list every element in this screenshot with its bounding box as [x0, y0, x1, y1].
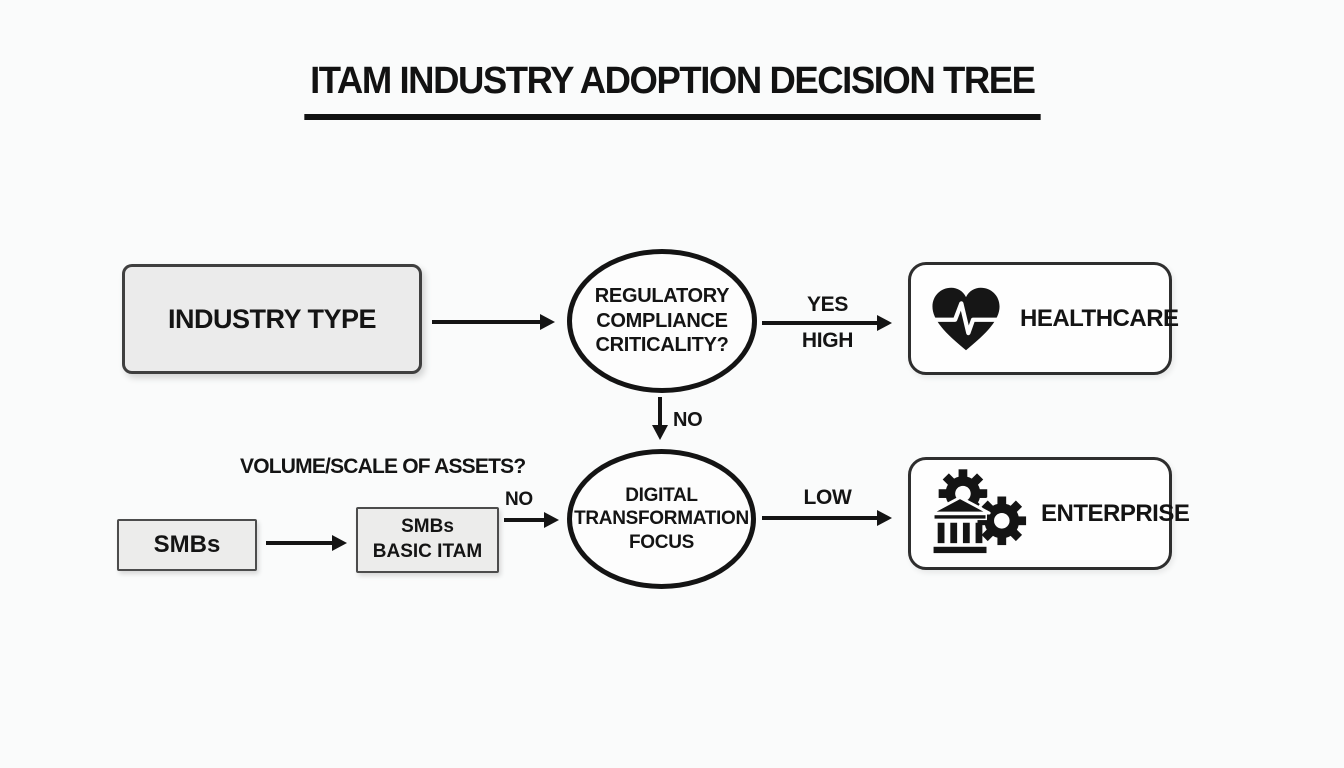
arrow-basic-itam-to-digital [504, 518, 544, 522]
edge-label-no-smb: NO [505, 489, 533, 510]
heart-pulse-icon [927, 283, 1005, 355]
annotation-volume-scale: VOLUME/SCALE OF ASSETS? [240, 455, 526, 478]
node-healthcare: HEALTHCARE [908, 262, 1179, 375]
title-wrap: ITAM INDUSTRY ADOPTION DECISION TREE [0, 60, 1344, 120]
edge-label-yes: YES [806, 293, 849, 316]
edge-label-high: HIGH [801, 329, 854, 352]
decision-line: REGULATORY [594, 285, 730, 308]
decision-line: DIGITAL [625, 485, 698, 507]
decision-regulatory-compliance: REGULATORY COMPLIANCE CRITICALITY? [567, 249, 757, 393]
node-enterprise-label: ENTERPRISE [1041, 499, 1190, 527]
decision-line: CRITICALITY? [595, 334, 729, 357]
arrow-industry-to-regulatory [432, 320, 540, 324]
node-smbs-label: SMBs [153, 531, 221, 558]
decision-line: TRANSFORMATION [574, 508, 749, 530]
page-title: ITAM INDUSTRY ADOPTION DECISION TREE [304, 60, 1040, 120]
arrow-digital-to-enterprise [762, 516, 877, 520]
arrow-smbs-to-basic-itam [266, 541, 332, 545]
node-industry-type-label: INDUSTRY TYPE [167, 303, 377, 334]
node-smbs-basic-itam: SMBs BASIC ITAM [356, 507, 499, 573]
node-healthcare-label: HEALTHCARE [1020, 304, 1179, 332]
arrow-regulatory-to-healthcare [762, 321, 877, 325]
decision-digital-transformation: DIGITAL TRANSFORMATION FOCUS [567, 449, 756, 589]
edge-label-no-down: NO [673, 409, 703, 431]
decision-line: COMPLIANCE [596, 309, 728, 332]
node-enterprise: ENTERPRISE [908, 457, 1190, 570]
decision-line: FOCUS [628, 531, 694, 553]
bank-gears-icon [927, 468, 1029, 559]
node-industry-type: INDUSTRY TYPE [122, 264, 422, 374]
node-smbs-basic-line: BASIC ITAM [372, 541, 483, 562]
arrow-regulatory-to-digital [658, 397, 662, 425]
node-smbs: SMBs [117, 519, 257, 571]
node-smbs-basic-line: SMBs [401, 516, 454, 538]
edge-label-low: LOW [803, 486, 852, 509]
